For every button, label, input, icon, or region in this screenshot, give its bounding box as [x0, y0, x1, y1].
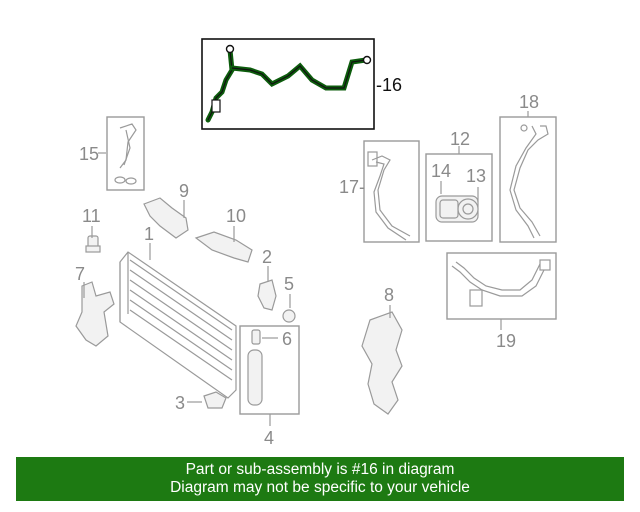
callout-19: 19: [496, 331, 516, 351]
banner-line-1: Part or sub-assembly is #16 in diagram: [185, 461, 455, 478]
part-1-condenser[interactable]: [119, 251, 237, 399]
part-17-pipe[interactable]: [363, 140, 420, 243]
part-9-bracket[interactable]: [143, 197, 189, 239]
callout-3: 3: [175, 393, 185, 413]
part-2-bracket[interactable]: [257, 279, 277, 311]
part-18-hose[interactable]: [499, 116, 557, 243]
callout-16: -16: [376, 75, 402, 95]
callout-7: 7: [75, 264, 85, 284]
info-banner: Part or sub-assembly is #16 in diagram D…: [16, 457, 624, 501]
part-7-seal[interactable]: [75, 281, 115, 347]
part-11-bolt[interactable]: [85, 235, 101, 253]
callout-6: 6: [282, 329, 292, 349]
callout-13: 13: [466, 166, 486, 186]
callout-5: 5: [284, 274, 294, 294]
callout-4: 4: [264, 428, 274, 448]
part-5-cap[interactable]: [282, 309, 296, 323]
banner-line-2: Diagram may not be specific to your vehi…: [170, 479, 470, 496]
part-12-compressor-assembly[interactable]: [425, 146, 493, 242]
part-19-hose[interactable]: [446, 252, 557, 320]
callout-2: 2: [262, 247, 272, 267]
callout-10: 10: [226, 206, 246, 226]
callout-12: 12: [450, 129, 470, 149]
callout-15: 15: [79, 144, 99, 164]
part-8-air-guide[interactable]: [361, 311, 403, 415]
callout-14: 14: [431, 161, 451, 181]
part-3-bracket[interactable]: [203, 391, 227, 409]
callout-1: 1: [144, 224, 154, 244]
part-15-pipe-bracket[interactable]: [106, 116, 145, 191]
callout-8: 8: [384, 285, 394, 305]
part-10-bracket[interactable]: [194, 231, 253, 263]
callout-17: 17-: [339, 177, 365, 197]
callout-9: 9: [179, 181, 189, 201]
part-16-hose-assembly[interactable]: [201, 38, 375, 130]
callout-18: 18: [519, 92, 539, 112]
callout-11: 11: [82, 206, 101, 226]
